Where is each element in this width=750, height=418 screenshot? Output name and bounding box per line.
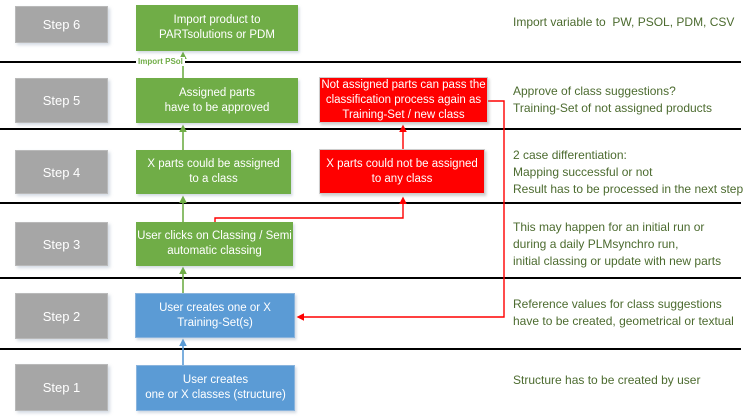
flow-box-text: have to be approved <box>164 101 270 114</box>
annotation-line: initial classing or update with new part… <box>513 254 722 268</box>
row-separator <box>0 61 741 63</box>
annotation-line: Reference values for class suggestions <box>513 297 722 311</box>
flow-box-text: X parts could not be assigned <box>326 157 478 170</box>
step-3-box: Step 3 <box>15 222 108 266</box>
step-2-box: Step 2 <box>15 293 108 339</box>
flow-box-text: classification process again as <box>325 93 482 106</box>
annotation-line: Result has to be processed in the next s… <box>513 182 744 196</box>
flow-box-assigned-parts: Assigned parts have to be approved <box>136 78 298 123</box>
step-5-box: Step 5 <box>15 78 108 123</box>
arrowhead-trainingset-to-classing <box>179 266 187 274</box>
flow-box-parts-not-assigned: X parts could not be assigned to any cla… <box>319 149 485 194</box>
flow-box-text: automatic classing <box>167 245 262 257</box>
step-2-label: Step 2 <box>42 308 81 324</box>
annotation-line: have to be created, geometrical or textu… <box>513 314 734 328</box>
flow-box-text: X parts could be assigned <box>147 158 280 170</box>
annotation-step-3: This may happen for an initial run or du… <box>513 219 721 270</box>
row-separator <box>0 348 741 350</box>
arrowhead-reclassify-to-trainingset <box>296 313 304 321</box>
step-6-label: Step 6 <box>42 17 81 32</box>
row-separator <box>0 277 741 279</box>
step-6-box: Step 6 <box>15 6 108 43</box>
annotation-line: Mapping successful or not <box>513 165 653 179</box>
row-separator <box>0 202 741 204</box>
annotation-line: Structure has to be created by user <box>513 373 701 387</box>
flow-box-text: Training-Set / new class <box>342 108 465 121</box>
connector-classing-to-notassigned <box>214 203 404 222</box>
flow-box-text: User clicks on Classing / Semi <box>137 230 292 242</box>
annotation-step-4: 2 case differentiation: Mapping successf… <box>513 147 743 198</box>
flow-box-text: Import product to <box>173 14 261 26</box>
step-5-label: Step 5 <box>42 93 81 108</box>
flow-box-text: PARTsolutions or PDM <box>159 29 275 41</box>
arrowhead-classassigned-to-approved <box>179 124 187 132</box>
flow-box-user-creates-classes: User creates one or X classes (structure… <box>136 365 295 411</box>
flow-box-not-assigned-parts: Not assigned parts can pass the classifi… <box>319 77 488 123</box>
row-separator <box>0 128 741 130</box>
connector-reclassify-to-trainingset <box>303 100 505 318</box>
flow-box-user-creates-training-set: User creates one or X Training-Set(s) <box>135 293 295 338</box>
arrowhead-classing-to-classassigned <box>179 195 187 203</box>
step-4-box: Step 4 <box>15 150 108 194</box>
annotation-step-1: Structure has to be created by user <box>513 372 700 389</box>
annotation-line: during a daily PLMsynchro run, <box>513 237 679 251</box>
flow-box-text: Not assigned parts can pass the <box>321 78 486 91</box>
flow-box-text: Assigned parts <box>178 86 256 99</box>
arrowhead-classes-to-trainingset <box>179 338 187 346</box>
flow-box-text: User creates <box>182 374 249 386</box>
flow-box-text: to any class <box>371 172 433 185</box>
annotation-step-6: Import variable to PW, PSOL, PDM, CSV <box>513 14 734 31</box>
step-4-label: Step 4 <box>42 164 81 180</box>
annotation-line: Training-Set of not assigned products <box>513 101 713 115</box>
annotation-step-5: Approve of class suggestions? Training-S… <box>513 83 712 117</box>
annotation-line: 2 case differentiation: <box>513 148 627 162</box>
flow-box-user-clicks-classing: User clicks on Classing / Semi automatic… <box>136 222 293 266</box>
flow-box-text: Training-Set(s) <box>177 316 253 329</box>
annotation-line: This may happen for an initial run or <box>513 220 705 234</box>
flow-box-text: to a class <box>189 173 238 185</box>
flow-box-import-product: Import product to PARTsolutions or PDM <box>136 5 298 51</box>
flow-box-parts-assigned: X parts could be assigned to a class <box>136 150 291 194</box>
flow-box-text: one or X classes (structure) <box>145 389 286 401</box>
step-1-label: Step 1 <box>42 380 81 395</box>
arrowhead-classing-to-notassigned <box>399 196 407 204</box>
flow-box-text: User creates one or X <box>159 301 271 314</box>
annotation-line: Approve of class suggestions? <box>513 84 676 98</box>
step-3-label: Step 3 <box>42 236 81 252</box>
arrowhead-notassigned-to-reclassify <box>399 124 407 132</box>
annotation-line: Import variable to PW, PSOL, PDM, CSV <box>513 15 735 29</box>
step-1-box: Step 1 <box>15 364 108 411</box>
annotation-step-2: Reference values for class suggestions h… <box>513 296 734 330</box>
import-psol-label: Import PSol <box>136 57 185 66</box>
